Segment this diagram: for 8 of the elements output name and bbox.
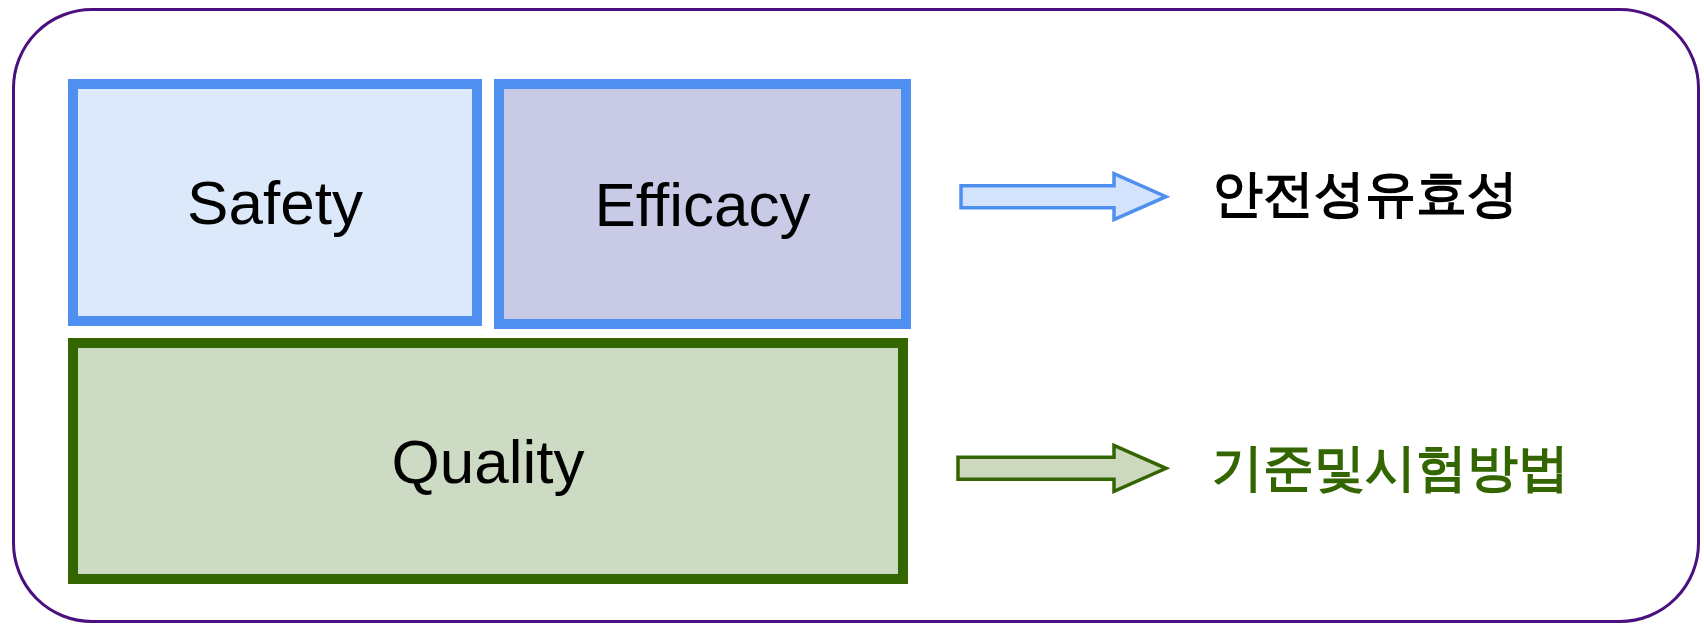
category-box: Safety <box>68 79 482 326</box>
category-box: Quality <box>68 338 908 584</box>
result-label: 안전성유효성 <box>1212 162 1596 226</box>
block-arrow <box>959 171 1171 223</box>
category-box: Efficacy <box>494 79 911 329</box>
frame <box>12 8 1700 623</box>
result-label: 기준및시험방법 <box>1212 436 1658 500</box>
block-arrow <box>956 442 1171 495</box>
